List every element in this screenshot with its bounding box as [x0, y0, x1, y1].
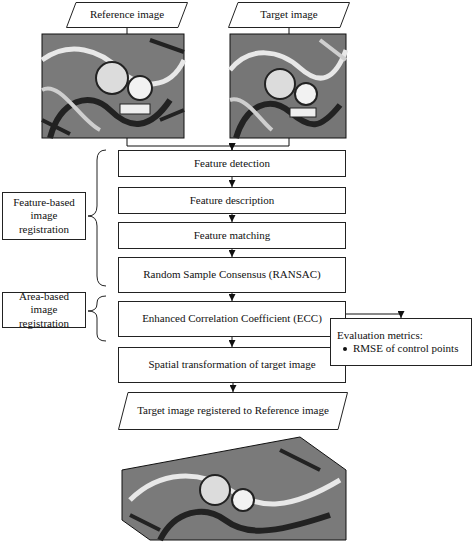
input-image-label: Reference image: [66, 2, 188, 28]
flow-arrow: [232, 214, 233, 222]
node-text: Target image: [260, 8, 317, 21]
node-text: Spatial transformation of target image: [148, 358, 315, 371]
target-photo: [230, 34, 346, 138]
node-text: Target image registered to Reference ima…: [137, 404, 329, 417]
process-box: Enhanced Correlation Coefficient (ECC): [118, 301, 346, 337]
process-box: Spatial transformation of target image: [118, 347, 346, 383]
flow-arrow: [127, 28, 232, 150]
flow-arrow: [232, 293, 233, 301]
output-image-label: Target image registered to Reference ima…: [118, 392, 348, 430]
parallelogram-shape: [67, 3, 188, 28]
group-label-box: Area-based image registration: [2, 292, 86, 328]
area-bracket: [88, 296, 106, 341]
parallelogram-shape: [119, 393, 348, 430]
node-text: Reference image: [90, 8, 164, 21]
registered-photo: [122, 437, 346, 540]
node-text: Random Sample Consensus (RANSAC): [143, 268, 321, 281]
node-text: Feature detection: [194, 157, 270, 170]
node-text: Feature matching: [194, 229, 271, 242]
group-bracket: [88, 150, 106, 341]
node-text: Evaluation metrics:: [337, 329, 423, 342]
flow-arrow: [232, 28, 289, 150]
flow-arrow: [233, 383, 234, 392]
node-text: Feature-based image registration: [8, 196, 80, 236]
process-box: Feature description: [118, 187, 346, 214]
node-body-text: RMSE of control points: [337, 342, 458, 355]
node-text: Enhanced Correlation Coefficient (ECC): [142, 312, 322, 325]
process-box: Feature detection: [118, 150, 346, 177]
bullet-dot: [343, 347, 347, 351]
group-label-box: Feature-based image registration: [2, 192, 86, 240]
process-box: Random Sample Consensus (RANSAC): [118, 257, 346, 293]
flow-arrow: [232, 314, 401, 337]
metrics-box: Evaluation metrics:RMSE of control point…: [330, 318, 472, 366]
reference-photo: [42, 34, 184, 138]
parallelogram-shape: [229, 3, 350, 28]
flow-arrow: [232, 337, 233, 347]
node-text: Feature description: [190, 194, 275, 207]
input-image-label: Target image: [228, 2, 350, 28]
flow-arrow: [232, 177, 233, 187]
node-text: Area-based image registration: [8, 290, 80, 330]
flow-arrow: [232, 249, 233, 257]
feature-bracket: [88, 150, 106, 286]
process-box: Feature matching: [118, 222, 346, 249]
